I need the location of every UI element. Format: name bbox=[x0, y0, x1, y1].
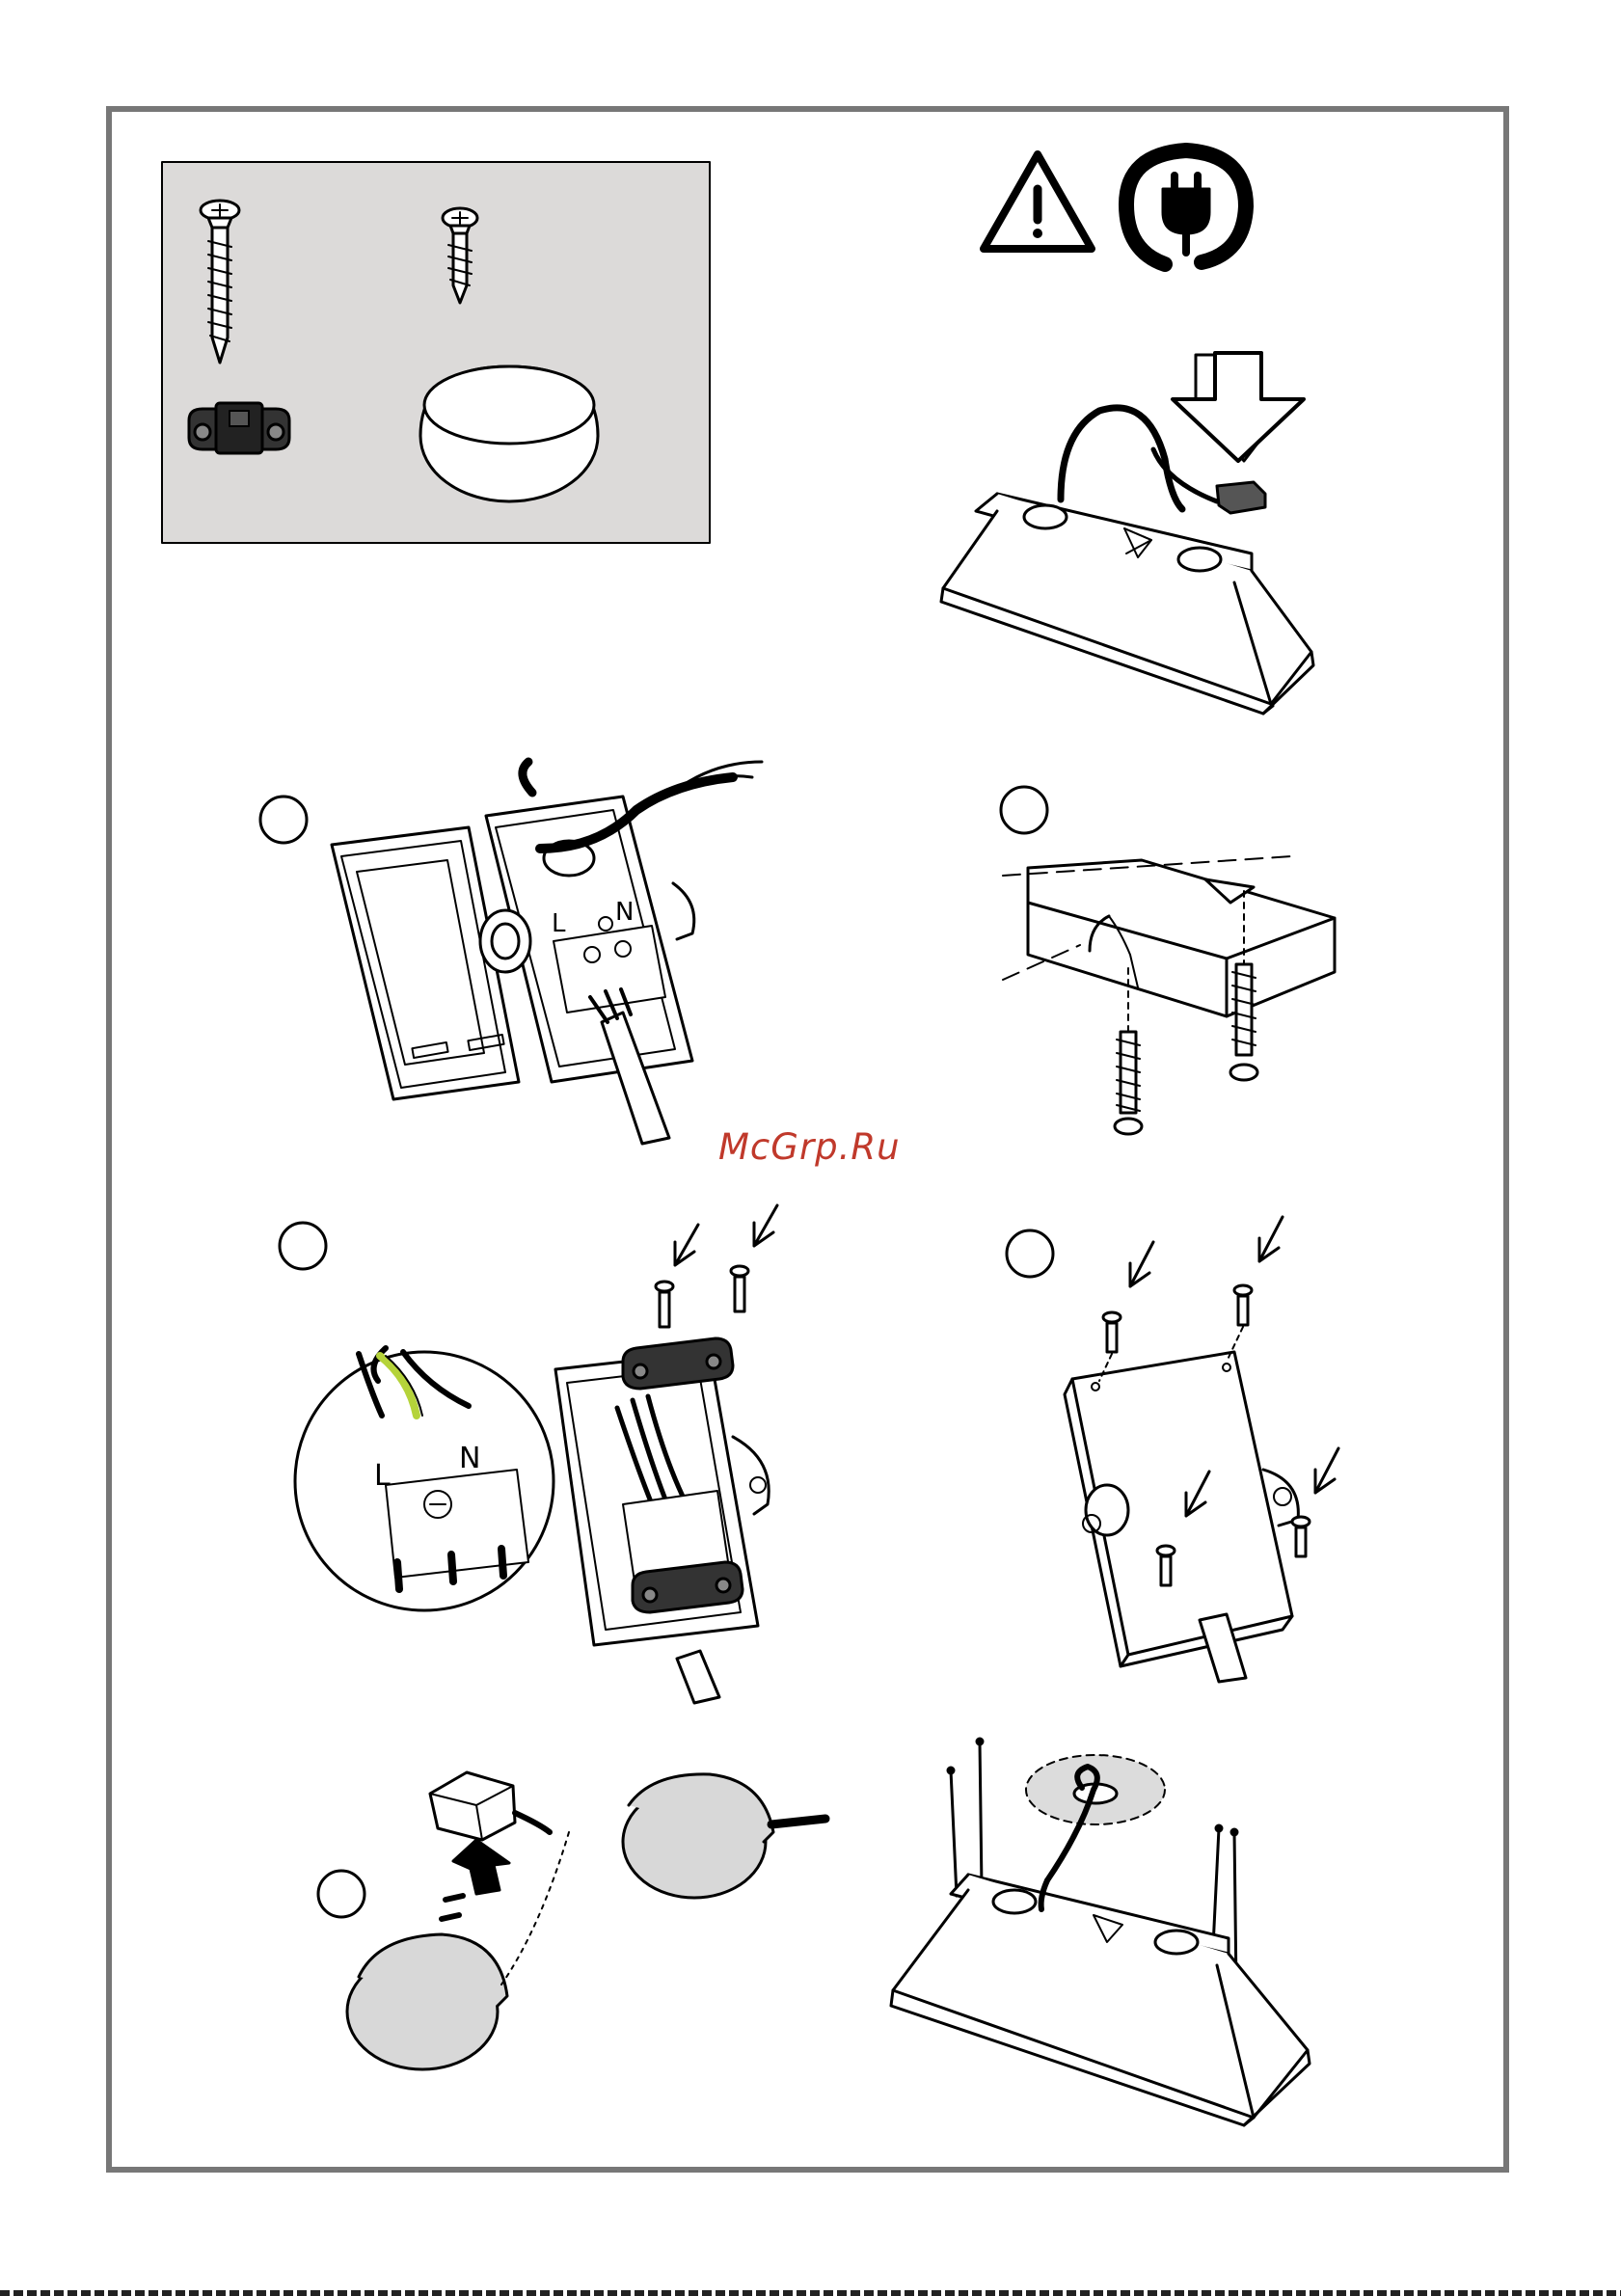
down-arrow-icon bbox=[1173, 353, 1304, 461]
step-4-marker bbox=[1007, 1230, 1053, 1277]
step-6-figure bbox=[891, 1739, 1310, 2125]
plug-disconnect-icon bbox=[1126, 150, 1246, 264]
step-1-figure: L N bbox=[260, 762, 762, 1144]
bottom-edge-strip bbox=[0, 2290, 1621, 2296]
warning-triangle-icon bbox=[984, 154, 1092, 249]
watermark-text: McGrp.Ru bbox=[718, 1126, 921, 1168]
round-cap-icon bbox=[420, 366, 598, 501]
step-4-figure bbox=[1007, 1217, 1338, 1682]
step-5-figure bbox=[318, 1772, 825, 2069]
step-2-marker bbox=[1001, 787, 1047, 833]
cable-clamp-icon bbox=[189, 403, 289, 453]
step-1-marker bbox=[260, 797, 307, 843]
step-3-figure: L N bbox=[280, 1205, 777, 1703]
step-2-figure bbox=[1001, 787, 1335, 1134]
terminal-label-line: L bbox=[552, 909, 566, 938]
parts-kit-panel bbox=[162, 162, 710, 543]
step-5-marker bbox=[318, 1871, 365, 1917]
detail-label-neutral: N bbox=[459, 1442, 480, 1475]
hood-with-cable-figure bbox=[941, 353, 1313, 714]
terminal-label-neutral: N bbox=[615, 898, 634, 927]
step-3-marker bbox=[280, 1223, 326, 1269]
